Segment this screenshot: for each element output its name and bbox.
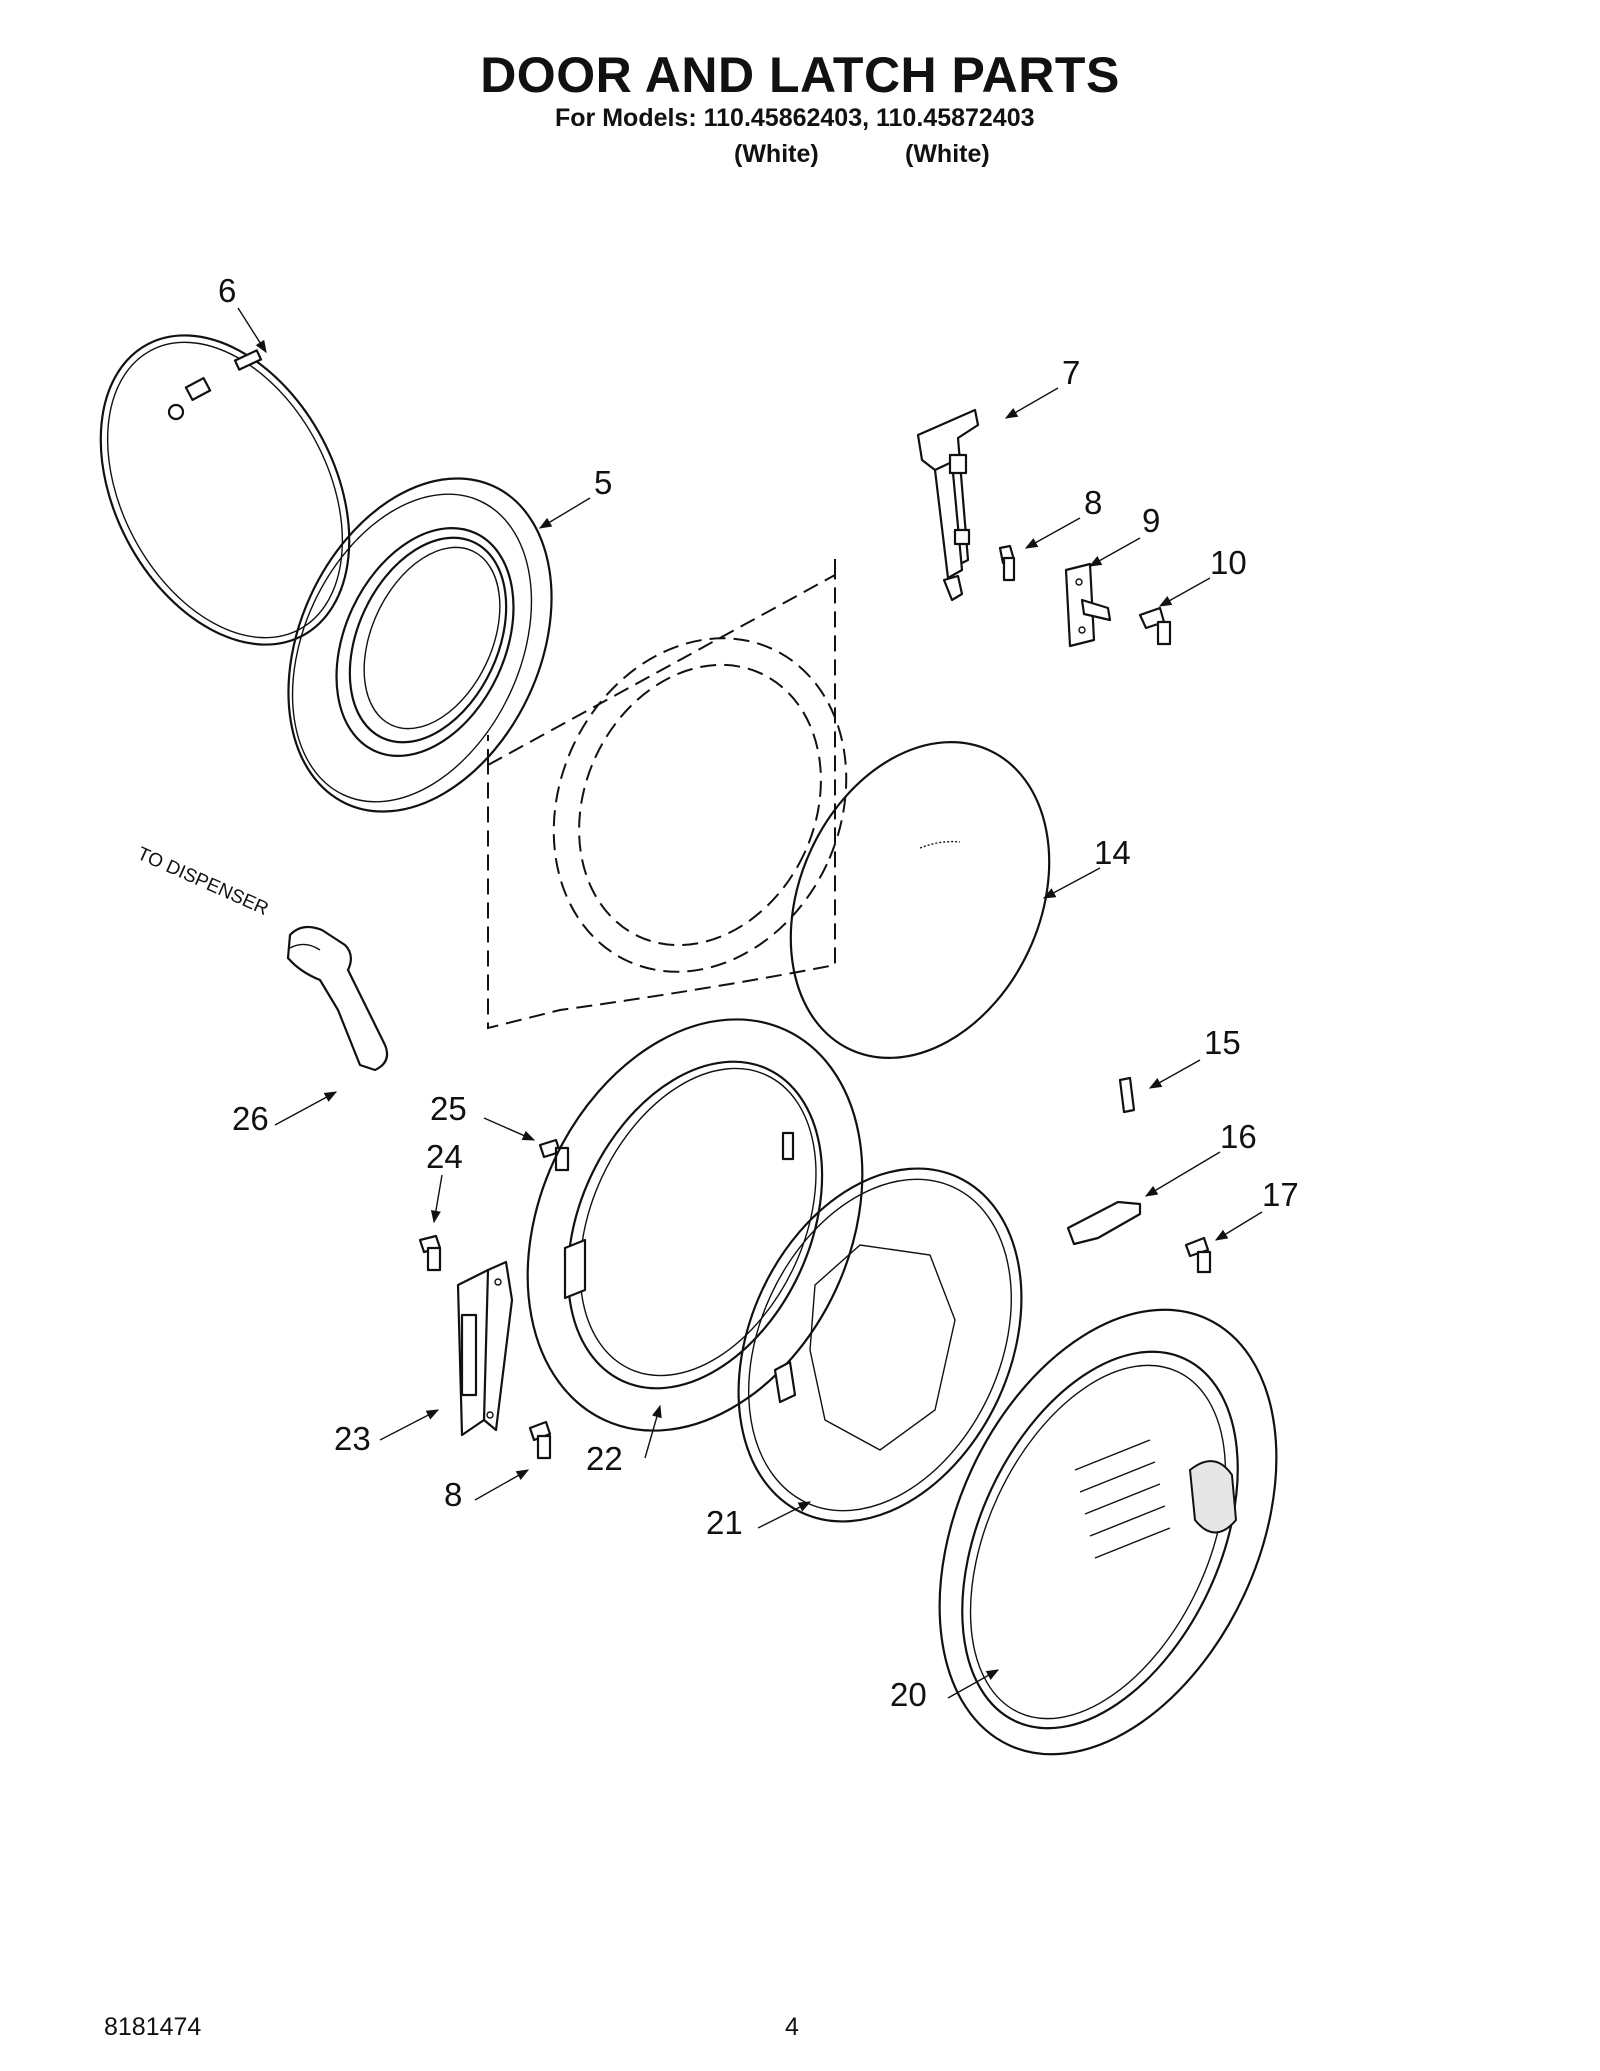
callout-8-upper: 8 bbox=[1084, 484, 1102, 521]
screw-part-25 bbox=[538, 1138, 570, 1172]
screw-part-17 bbox=[1184, 1236, 1212, 1274]
page-number: 4 bbox=[785, 2013, 799, 2041]
outer-door-part-20 bbox=[938, 1308, 1278, 1756]
door-boot-part-5 bbox=[287, 477, 553, 813]
callout-24: 24 bbox=[426, 1138, 463, 1175]
models-line: For Models: 110.45862403, 110.45872403 bbox=[555, 104, 1035, 132]
screw-part-24 bbox=[418, 1234, 442, 1272]
to-dispenser-note: TO DISPENSER bbox=[134, 843, 271, 920]
callout-7: 7 bbox=[1062, 354, 1080, 391]
document-number: 8181474 bbox=[104, 2013, 202, 2041]
glass-seal-part-14 bbox=[789, 740, 1051, 1060]
callout-26: 26 bbox=[232, 1100, 269, 1137]
callout-23: 23 bbox=[334, 1420, 371, 1457]
callout-20: 20 bbox=[890, 1676, 927, 1713]
hinge-bracket-part-16 bbox=[1066, 1200, 1142, 1246]
callout-25: 25 bbox=[430, 1090, 467, 1127]
front-panel-outline bbox=[487, 555, 848, 1030]
door-lock-part-7 bbox=[916, 408, 980, 602]
callout-15: 15 bbox=[1204, 1024, 1241, 1061]
door-hinge-part-23 bbox=[456, 1260, 514, 1437]
model-1-color: (White) bbox=[734, 140, 819, 168]
callout-17: 17 bbox=[1262, 1176, 1299, 1213]
page-title: DOOR AND LATCH PARTS bbox=[480, 47, 1120, 103]
clamp-ring-part-6 bbox=[99, 334, 351, 646]
clip-part-15 bbox=[1118, 1076, 1136, 1114]
screw-part-8-upper bbox=[998, 544, 1016, 582]
inner-door-frame-part-22 bbox=[526, 1018, 864, 1432]
door-glass-part-21 bbox=[737, 1167, 1023, 1523]
dispenser-hose-part-26 bbox=[286, 925, 389, 1072]
model-2-color: (White) bbox=[905, 140, 990, 168]
screw-part-8-lower bbox=[528, 1420, 552, 1460]
leader-arrows bbox=[237, 307, 1263, 1699]
callout-14: 14 bbox=[1094, 834, 1131, 871]
screw-part-10 bbox=[1138, 606, 1172, 646]
callout-21: 21 bbox=[706, 1504, 743, 1541]
callout-9: 9 bbox=[1142, 502, 1160, 539]
callout-8-lower: 8 bbox=[444, 1476, 462, 1513]
callout-16: 16 bbox=[1220, 1118, 1257, 1155]
callout-6: 6 bbox=[218, 272, 236, 309]
door-strike-part-9 bbox=[1064, 562, 1112, 648]
callout-22: 22 bbox=[586, 1440, 623, 1477]
callout-5: 5 bbox=[594, 464, 612, 501]
callout-10: 10 bbox=[1210, 544, 1247, 581]
